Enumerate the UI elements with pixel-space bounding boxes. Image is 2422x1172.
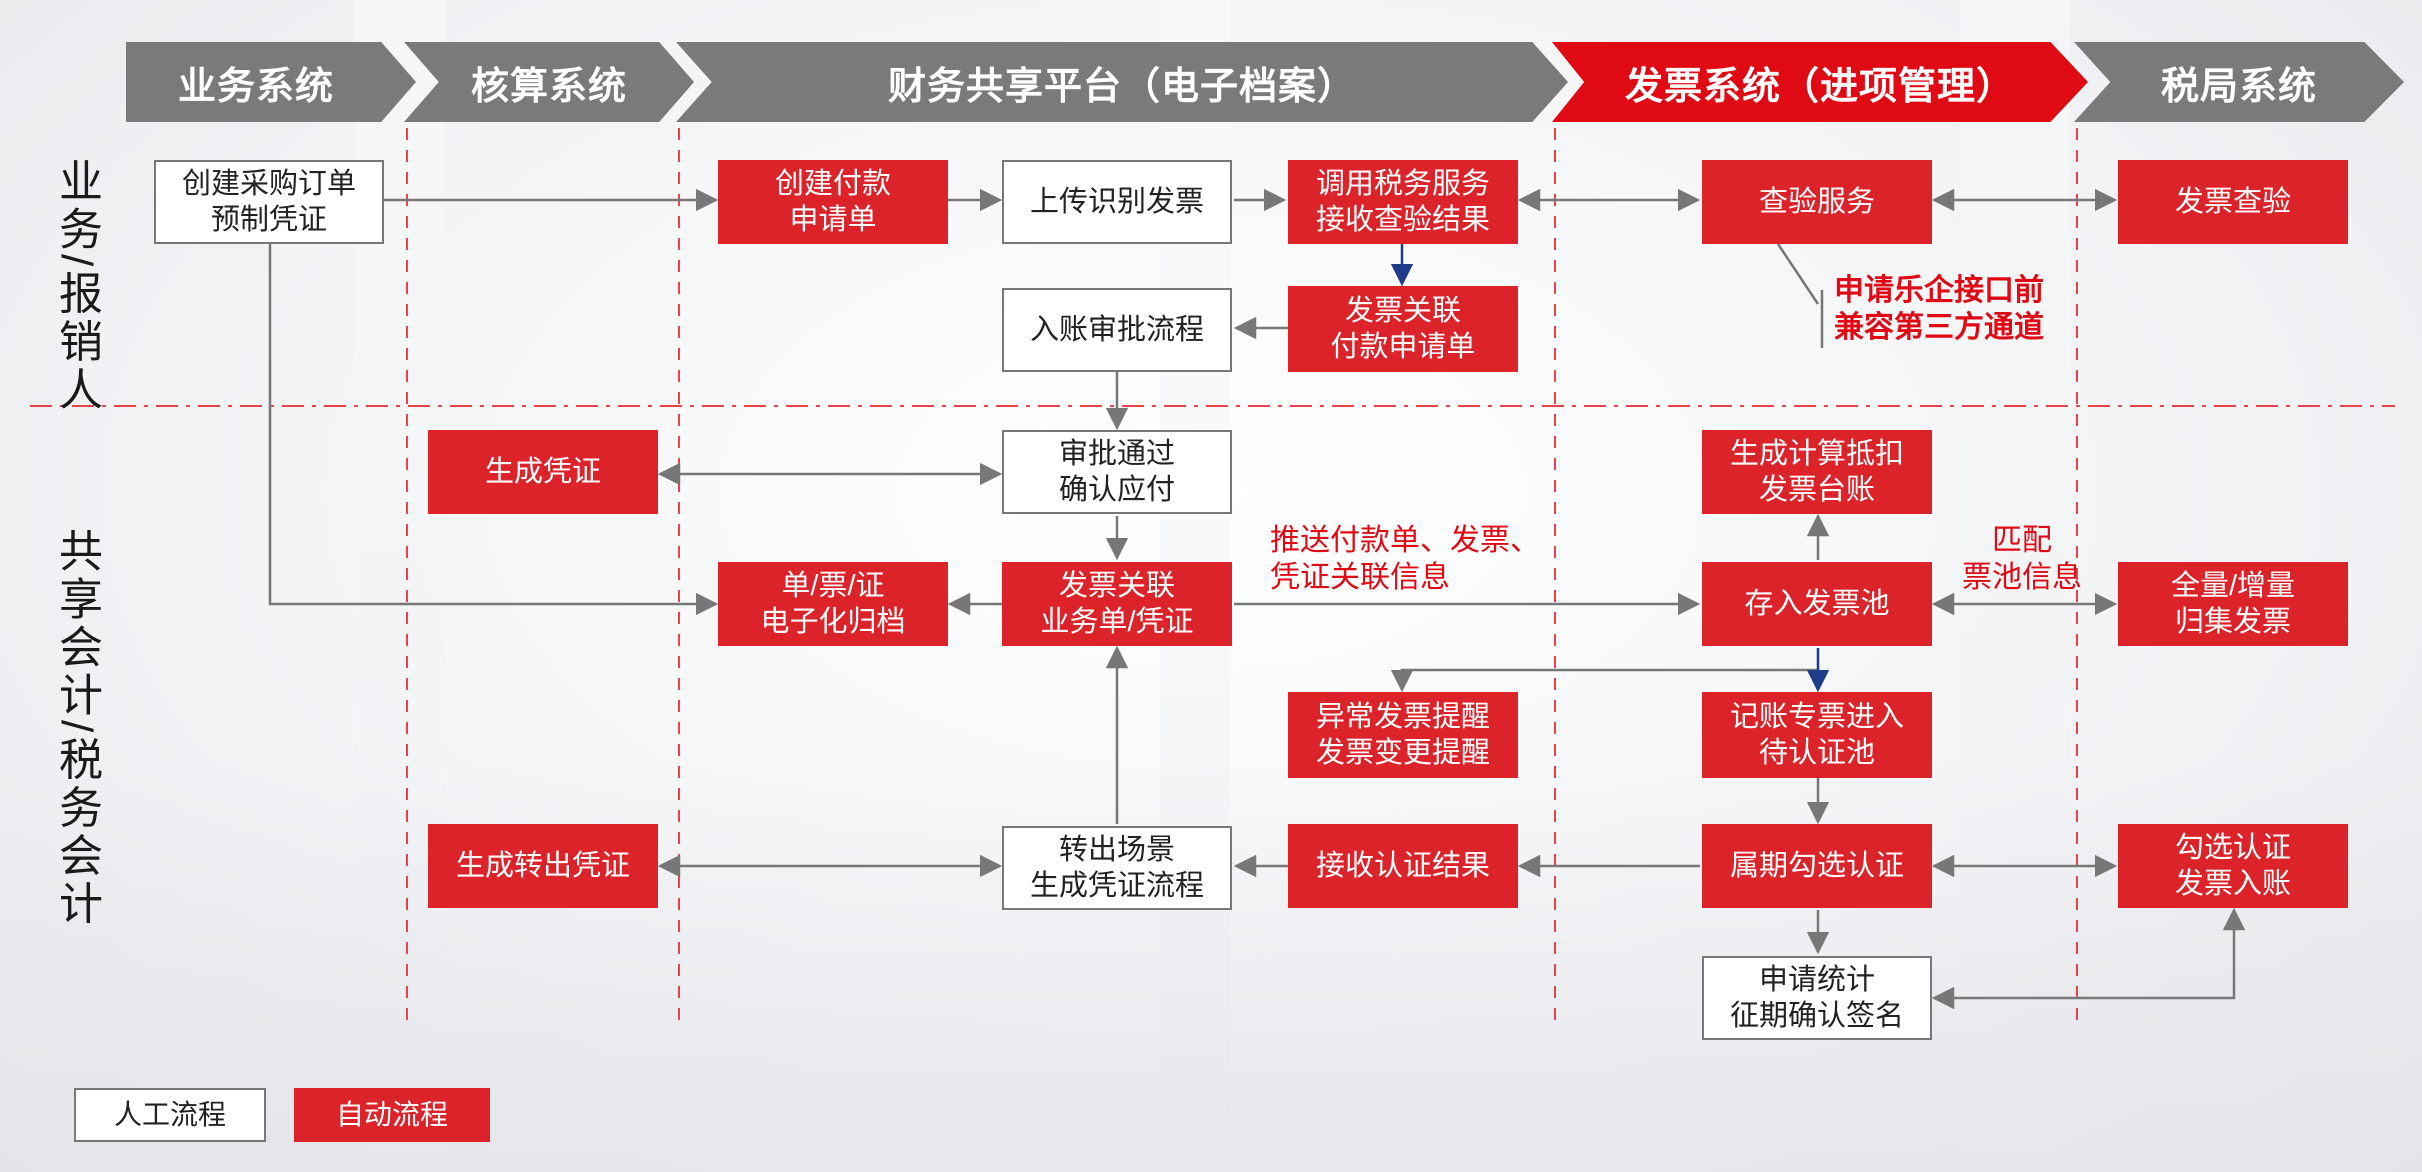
legend-manual: 人工流程: [74, 1088, 266, 1142]
transfer-scene-box: 转出场景 生成凭证流程: [1002, 826, 1232, 910]
header-invoice-system: 发票系统（进项管理）: [1552, 42, 2088, 122]
apply-stats-box: 申请统计 征期确认签名: [1702, 956, 1932, 1040]
role-business-reimburser: 业务/报销人: [52, 158, 101, 415]
interface-note: 申请乐企接口前 兼容第三方通道: [1834, 274, 2044, 344]
call-tax-service-box: 调用税务服务 接收查验结果: [1288, 160, 1518, 244]
approve-confirm-box: 审批通过 确认应付: [1002, 430, 1232, 514]
collect-box: 全量/增量 归集发票: [2118, 562, 2348, 646]
link-business-box: 发票关联 业务单/凭证: [1002, 562, 1232, 646]
invoice-pool-box: 存入发票池: [1702, 562, 1932, 646]
match-note: 匹配 票池信息: [1962, 524, 2082, 594]
invoice-check-box: 发票查验: [2118, 160, 2348, 244]
period-select-box: 属期勾选认证: [1702, 824, 1932, 908]
gen-transfer-box: 生成转出凭证: [428, 824, 658, 908]
create-po-box: 创建采购订单 预制凭证: [154, 160, 384, 244]
alerts-box: 异常发票提醒 发票变更提醒: [1288, 692, 1518, 778]
to-cert-pool-box: 记账专票进入 待认证池: [1702, 692, 1932, 778]
header-tax-bureau-system: 税局系统: [2074, 42, 2404, 122]
header-accounting-system: 核算系统: [404, 42, 694, 122]
header-business-system: 业务系统: [126, 42, 416, 122]
upload-invoice-box: 上传识别发票: [1002, 160, 1232, 244]
gen-voucher-box: 生成凭证: [428, 430, 658, 514]
link-payment-box: 发票关联 付款申请单: [1288, 286, 1518, 372]
select-cert-box: 勾选认证 发票入账: [2118, 824, 2348, 908]
legend-auto: 自动流程: [294, 1088, 490, 1142]
gen-ledger-box: 生成计算抵扣 发票台账: [1702, 430, 1932, 514]
receive-cert-box: 接收认证结果: [1288, 824, 1518, 908]
role-shared-tax-accountant: 共享会计/税务会计: [52, 528, 101, 929]
header-shared-finance-platform: 财务共享平台（电子档案）: [676, 42, 1568, 122]
booking-approval-box: 入账审批流程: [1002, 288, 1232, 372]
archive-box: 单/票/证 电子化归档: [718, 562, 948, 646]
push-note: 推送付款单、发票、 凭证关联信息: [1270, 524, 1540, 594]
verify-service-box: 查验服务: [1702, 160, 1932, 244]
create-payment-box: 创建付款 申请单: [718, 160, 948, 244]
